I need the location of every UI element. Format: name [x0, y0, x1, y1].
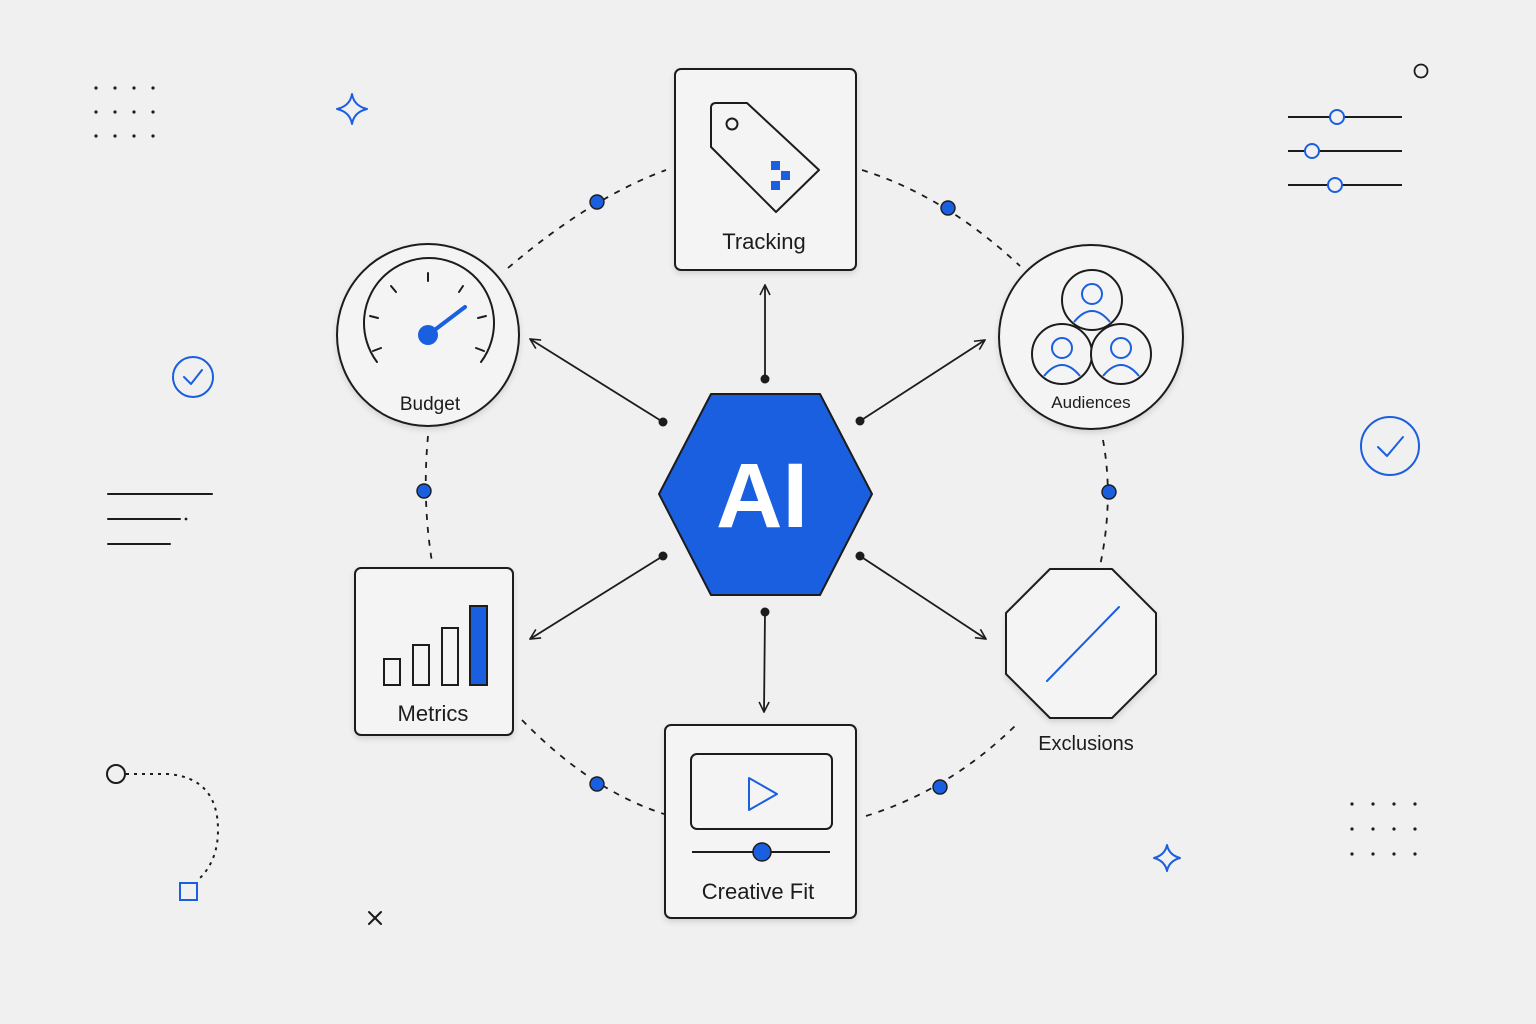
ring-dots: [416, 194, 1117, 795]
ai-hub: AI: [658, 393, 873, 596]
dotted-path-icon: [106, 764, 220, 901]
gauge-icon: [363, 257, 495, 363]
text-lines-icon: [107, 493, 213, 545]
people-group-icon: [1031, 269, 1152, 385]
sparkle-icon: [1153, 844, 1181, 872]
dot-grid-top-left: [94, 86, 155, 138]
ai-hub-label: AI: [716, 445, 808, 547]
node-budget-label: Budget: [400, 394, 461, 415]
bar-chart-icon: [383, 605, 488, 686]
hub-arrows: [530, 285, 986, 712]
node-exclusions: Exclusions: [1005, 568, 1157, 755]
video-player-icon: [690, 753, 833, 862]
node-budget: Budget: [336, 243, 520, 427]
node-creative-fit: Creative Fit: [664, 724, 857, 919]
sparkle-icon: [336, 93, 368, 125]
node-metrics-label: Metrics: [398, 701, 469, 726]
node-creative-fit-label: Creative Fit: [702, 879, 814, 904]
node-tracking: Tracking: [674, 68, 857, 271]
node-audiences-label: Audiences: [1051, 393, 1130, 412]
node-audiences: Audiences: [998, 244, 1184, 430]
node-metrics: Metrics: [354, 567, 514, 736]
node-exclusions-label: Exclusions: [1038, 733, 1134, 755]
cross-icon: [368, 911, 382, 925]
price-tag-icon: [710, 102, 820, 213]
prohibition-icon: [1046, 606, 1120, 682]
play-icon: [748, 777, 778, 811]
small-circle-icon: [1413, 63, 1429, 79]
sliders-icon: [1288, 109, 1402, 193]
arrow-origin-dots: [658, 374, 865, 617]
check-circle-icon: [1360, 416, 1420, 476]
dot-grid-bottom-right: [1350, 802, 1417, 856]
check-circle-icon: [172, 356, 214, 398]
node-tracking-label: Tracking: [722, 229, 806, 254]
connection-ring: [424, 169, 1109, 817]
